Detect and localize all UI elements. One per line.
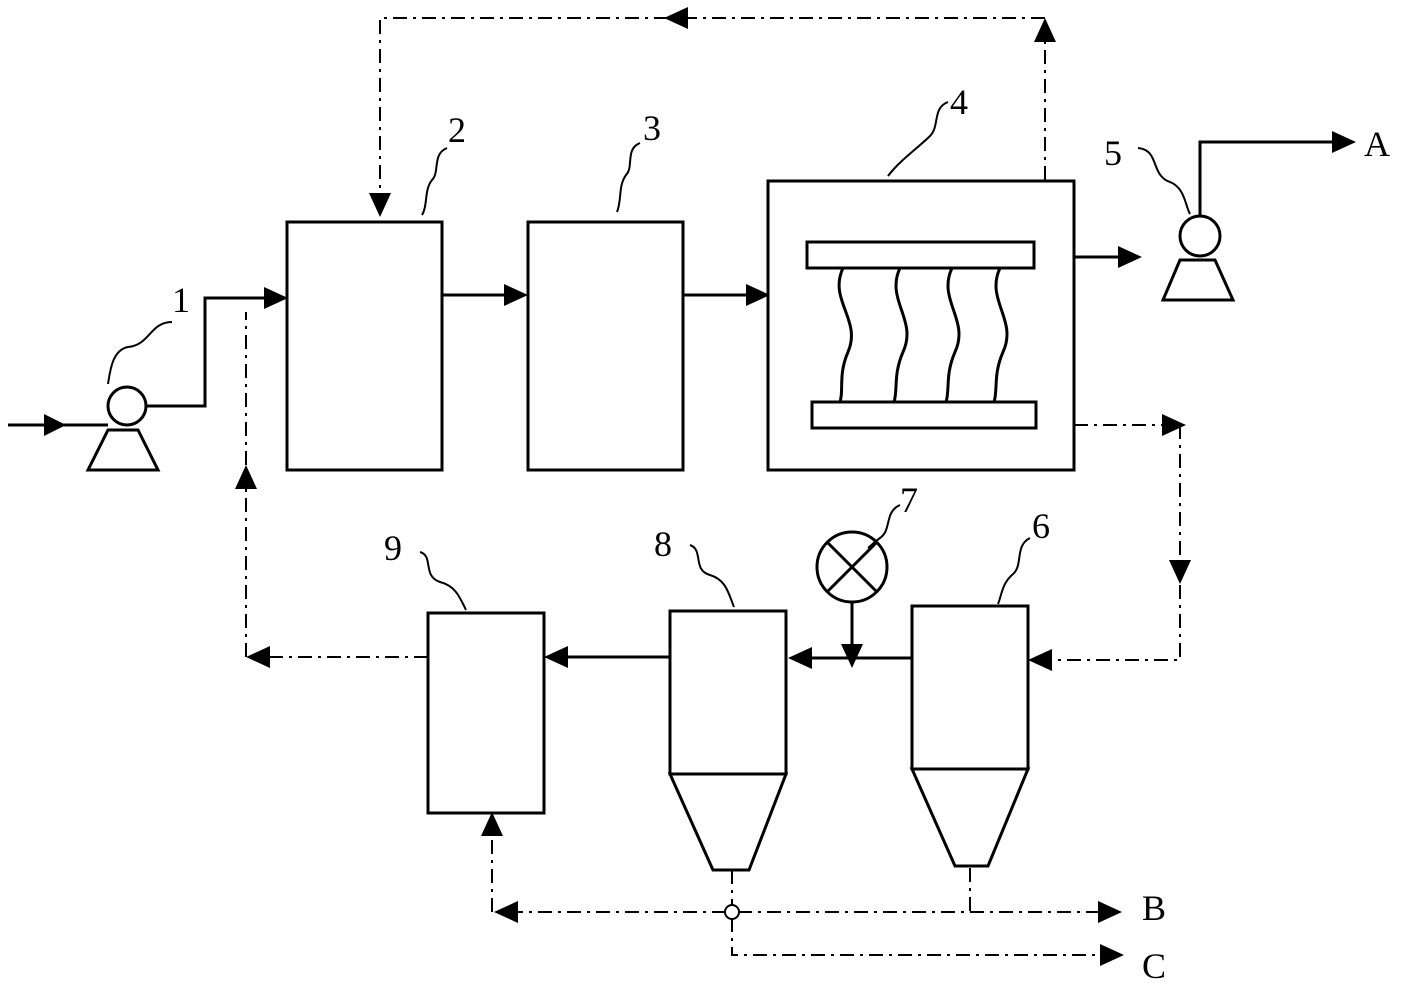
pump-5-impeller [1178, 214, 1222, 258]
label-6: 6 [1032, 506, 1050, 546]
unit-9 [426, 611, 546, 815]
junction-node [724, 904, 740, 920]
arrowheads [44, 7, 1356, 966]
unit-8-settler [667, 609, 789, 872]
dosing-unit-7 [815, 530, 889, 604]
unit-4-membrane-tank [766, 179, 1076, 472]
arrow-into-unit8 [788, 647, 812, 669]
arrow-into-unit3 [504, 284, 528, 306]
arrow-top-recycle-down [369, 193, 391, 217]
dosing-7-cross [825, 540, 879, 594]
label-2: 2 [448, 110, 466, 150]
arrow-into-unit4 [746, 284, 770, 306]
membrane-fiber-4 [992, 267, 1009, 403]
pump-5-base [1160, 258, 1236, 302]
label-8: 8 [654, 524, 672, 564]
arrow-top-recycle-up [1034, 18, 1056, 42]
top-recycle-line-2 [379, 17, 1045, 195]
unit8-sludge-to-c-line [731, 918, 1100, 956]
arrow-return-up [235, 465, 257, 489]
arrow-output-b [1098, 901, 1122, 923]
arrow-into-unit9-bottom [481, 812, 503, 836]
leader-3 [616, 142, 641, 213]
labels: 1 2 3 4 5 6 7 8 9 A B C [172, 82, 1390, 986]
label-7: 7 [900, 480, 918, 520]
arrow-into-unit2 [264, 287, 288, 309]
label-output-c: C [1142, 946, 1166, 986]
membrane-fiber-2 [892, 267, 909, 403]
leader-6 [997, 537, 1031, 605]
leader-8 [689, 544, 735, 608]
arrow-dosing7 [841, 644, 863, 668]
label-1: 1 [172, 280, 190, 320]
leader-lines [107, 101, 1191, 611]
membrane-fiber-3 [944, 267, 961, 403]
leader-5 [1137, 147, 1191, 215]
leader-4 [887, 101, 949, 177]
arrow-return-left [246, 646, 270, 668]
pump-5 [1160, 214, 1236, 302]
unit4-to-unit6-line-3 [1048, 585, 1181, 661]
leader-7 [867, 504, 901, 549]
arrow-to-unit6-down [1169, 560, 1191, 584]
pump5-to-output-a-line [1198, 140, 1335, 216]
unit-8-body [668, 609, 788, 776]
solid-flow-lines [8, 140, 1335, 660]
unit-6-cone [909, 767, 1031, 868]
membrane-fiber-1 [837, 267, 853, 403]
unit-8-cone [667, 772, 789, 872]
label-output-a: A [1364, 124, 1390, 164]
arrow-into-unit6 [1028, 649, 1052, 671]
label-3: 3 [643, 108, 661, 148]
label-9: 9 [384, 528, 402, 568]
pump-1 [85, 385, 161, 472]
membrane-top-header [805, 240, 1036, 270]
pump-1-impeller [106, 385, 148, 427]
arrow-output-a [1332, 131, 1356, 153]
arrow-output-c [1100, 944, 1124, 966]
unit-6-body [910, 604, 1030, 771]
arrow-into-unit9 [544, 646, 568, 668]
label-5: 5 [1104, 133, 1122, 173]
membrane-bottom-header [810, 400, 1038, 430]
unit-2 [285, 220, 444, 472]
arrow-to-unit6-right [1162, 414, 1186, 436]
label-4: 4 [950, 82, 968, 122]
arrow-into-pump5 [1118, 246, 1142, 268]
arrow-inlet [44, 414, 66, 436]
arrow-sludge-left [494, 901, 518, 923]
unit-3 [526, 220, 685, 472]
leader-9 [419, 551, 467, 611]
dashdot-flow-lines [245, 17, 1181, 956]
leader-2 [421, 147, 448, 216]
unit-6-settler [909, 604, 1031, 868]
label-output-b: B [1142, 888, 1166, 928]
pump-1-base [85, 428, 161, 472]
arrow-top-recycle-left [664, 7, 688, 29]
pump1-to-unit2-line [146, 296, 270, 408]
leader-1 [107, 321, 173, 385]
